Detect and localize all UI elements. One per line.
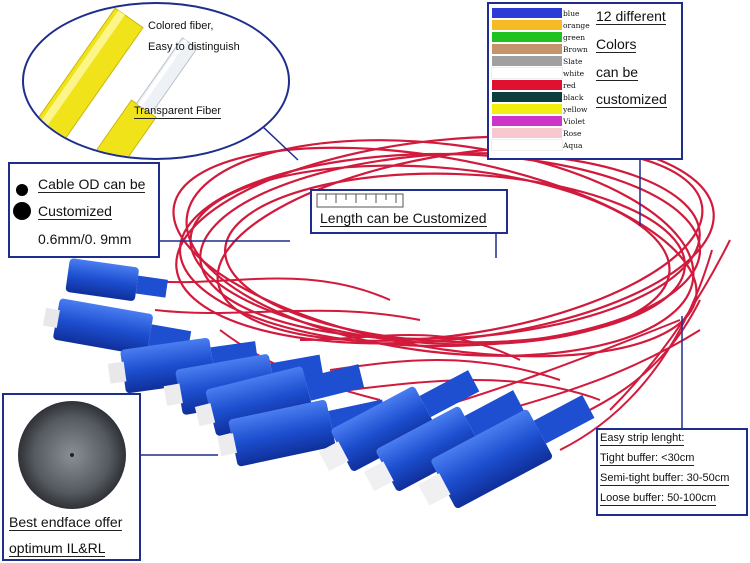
- leader-lines: [140, 125, 683, 456]
- ruler-icon: [316, 193, 404, 208]
- swatch-white: [491, 67, 563, 79]
- swatch-rose: [492, 128, 562, 138]
- fiber-zoom-illustration: [28, 7, 198, 158]
- swatch-black: [492, 92, 562, 102]
- colors-text-line: can be: [596, 64, 639, 81]
- endface-line1: Best endface offer: [9, 514, 123, 531]
- strip-item: Loose buffer: 50-100cm: [600, 492, 716, 506]
- cable-od-line2: Customized: [38, 203, 112, 220]
- cable-od-callout: Cable OD can be Customized 0.6mm/0. 9mm: [8, 162, 160, 258]
- swatch-label: blue: [563, 9, 580, 18]
- swatch-red: [492, 80, 562, 90]
- swatch-label: white: [563, 69, 585, 78]
- swatch-green: [492, 32, 562, 42]
- colored-fiber-label: Colored fiber,: [148, 20, 214, 32]
- swatch-brown: [492, 44, 562, 54]
- swatch-label: yellow: [563, 105, 588, 114]
- swatch-violet: [492, 116, 562, 126]
- swatch-label: Violet: [563, 117, 586, 126]
- swatch-slate: [492, 56, 562, 66]
- large-dot-icon: [13, 202, 31, 220]
- colors-text-line: Colors: [596, 36, 637, 53]
- strip-item: Tight buffer: <30cm: [600, 452, 695, 466]
- swatch-label: orange: [563, 21, 590, 30]
- color-legend: blue orange green Brown Slate white red …: [487, 2, 683, 160]
- transparent-fiber-label: Transparent Fiber: [134, 105, 222, 119]
- cable-od-line1: Cable OD can be: [38, 176, 146, 193]
- swatch-label: red: [563, 81, 576, 90]
- swatch-orange: [492, 20, 562, 30]
- swatch-label: Slate: [563, 57, 583, 66]
- colors-text-line: 12 different: [596, 8, 666, 25]
- small-dot-icon: [16, 184, 28, 196]
- endface-callout: Best endface offer optimum IL&RL: [2, 393, 141, 561]
- swatch-label: black: [563, 93, 584, 102]
- sc-connectors: [42, 258, 595, 509]
- colored-fiber-sublabel: Easy to distinguish: [148, 41, 240, 53]
- swatch-label: Brown: [563, 45, 588, 54]
- strip-length-callout: Easy strip lenght: Tight buffer: <30cm S…: [596, 428, 748, 516]
- endface-line2: optimum IL&RL: [9, 540, 106, 557]
- endface-image: [18, 401, 126, 509]
- length-label: Length can be Customized: [320, 210, 487, 227]
- swatch-blue: [492, 8, 562, 18]
- cable-od-line3: 0.6mm/0. 9mm: [38, 231, 132, 247]
- colors-text-line: customized: [596, 91, 667, 108]
- swatch-label: Aqua: [563, 141, 583, 150]
- swatch-yellow: [492, 104, 562, 114]
- swatch-label: green: [563, 33, 586, 42]
- strip-item: Semi-tight buffer: 30-50cm: [600, 472, 730, 486]
- swatch-aqua: [491, 139, 563, 151]
- length-callout: Length can be Customized: [310, 189, 508, 234]
- swatch-label: Rose: [563, 129, 582, 138]
- strip-title: Easy strip lenght:: [600, 432, 685, 446]
- fiber-zoom-callout: Colored fiber, Easy to distinguish Trans…: [22, 2, 290, 160]
